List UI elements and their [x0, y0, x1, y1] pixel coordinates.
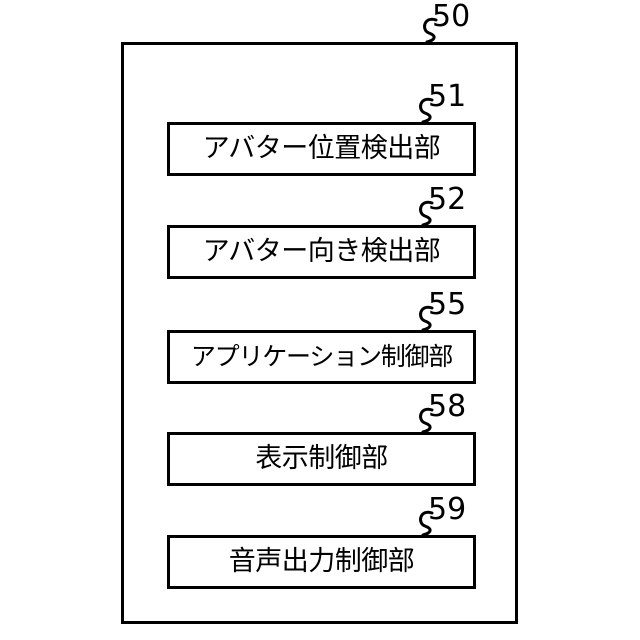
reference-number-55: 55: [428, 287, 467, 322]
s-hook-leader-icon: [419, 305, 434, 332]
s-hook-leader-icon: [419, 97, 434, 124]
reference-number-58: 58: [428, 389, 467, 424]
reference-number-50: 50: [432, 0, 471, 34]
component-label-52: アバター向き検出部: [202, 235, 441, 267]
reference-callout-59: 59: [400, 495, 492, 545]
reference-callout-51: 51: [400, 82, 492, 132]
component-block-58: 表示制御部: [167, 432, 476, 486]
component-label-59: 音声出力制御部: [228, 545, 415, 577]
s-hook-leader-icon: [419, 407, 434, 434]
component-block-55: アプリケーション制御部: [167, 330, 476, 384]
component-label-55: アプリケーション制御部: [190, 341, 454, 371]
component-label-58: 表示制御部: [255, 442, 388, 474]
reference-callout-55: 55: [400, 290, 492, 340]
reference-number-51: 51: [428, 79, 467, 114]
reference-callout-58: 58: [400, 392, 492, 442]
reference-callout-50: 50: [404, 2, 496, 52]
component-block-52: アバター向き検出部: [167, 225, 476, 279]
component-label-51: アバター位置検出部: [202, 132, 441, 164]
s-hook-leader-icon: [423, 17, 438, 44]
reference-number-52: 52: [428, 182, 467, 217]
component-block-59: 音声出力制御部: [167, 535, 476, 589]
reference-number-59: 59: [428, 492, 467, 527]
s-hook-leader-icon: [419, 510, 434, 537]
component-block-51: アバター位置検出部: [167, 122, 476, 176]
reference-callout-52: 52: [400, 185, 492, 235]
s-hook-leader-icon: [419, 200, 434, 227]
